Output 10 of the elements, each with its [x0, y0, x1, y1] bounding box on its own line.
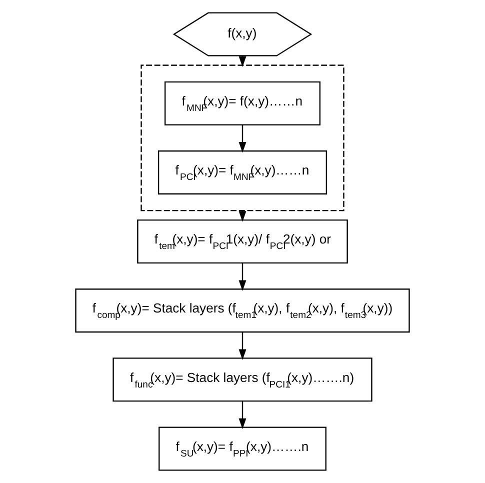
arrow [238, 124, 246, 153]
node-box: f$_{SU}$(x,y)= f$_{PPI}$(x,y)…….n [158, 426, 326, 471]
node-box: f$_{tem}$(x,y)= f$_{PCI}$1(x,y)/ f$_{PCI}$2(x,y) or [137, 219, 348, 264]
arrow [238, 263, 246, 291]
node-box: f$_{func}$(x,y)= Stack layers (f$_{PCI1}$(x,y)…….n) [112, 358, 372, 402]
node-box: f$_{comp}$(x,y)= Stack layers (f$_{tem1}$(x,y), f$_{tem2}$(x,y), f$_{tem3}$(x,y)) [75, 288, 410, 333]
arrow [238, 332, 246, 360]
arrow [238, 401, 246, 430]
node-box: f$_{PCI}$(x,y)= f$_{MNF}$(x,y)……n [158, 150, 328, 194]
node-box: f$_{MNF}$(x,y)= f(x,y)……n [164, 81, 321, 126]
